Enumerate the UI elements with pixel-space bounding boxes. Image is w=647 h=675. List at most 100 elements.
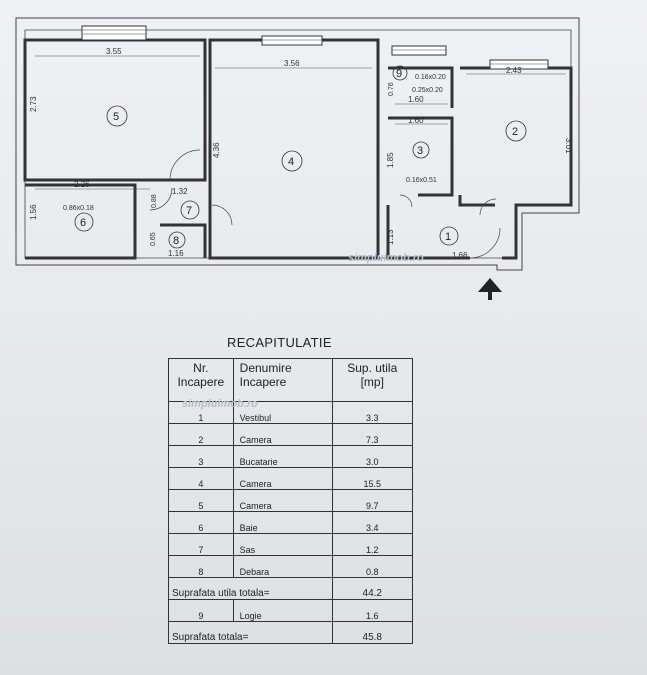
dim-room2-width: 2.43	[506, 66, 522, 75]
door-room4	[211, 204, 233, 226]
header-name: Denumire Incapere	[232, 358, 333, 402]
dim-room3-width: 1.60	[408, 116, 424, 125]
wall-room2	[460, 66, 573, 260]
dim-niche: 0.86x0.18	[63, 205, 94, 212]
header-area: Sup. utila [mp]	[331, 358, 413, 402]
useful-total-value: 44.2	[331, 577, 413, 600]
row-nr: 2	[168, 423, 234, 446]
window-room2	[489, 59, 549, 70]
dim-room9-a: 0.16x0.20	[415, 74, 446, 81]
room-number-3: 3	[417, 145, 423, 157]
total-value: 45.8	[331, 621, 413, 644]
row-nr: 6	[168, 511, 234, 534]
loggia-area: 1.6	[331, 599, 413, 622]
loggia-name: Logie	[232, 599, 333, 622]
header-nr: Nr. Incapere	[168, 358, 234, 402]
wall-room4	[208, 38, 380, 260]
row-area: 0.8	[331, 555, 413, 578]
room-number-8: 8	[173, 235, 179, 247]
watermark-table: simpluimob.ro	[182, 398, 258, 410]
loggia-nr: 9	[168, 599, 234, 622]
door-room2	[479, 198, 497, 216]
row-name: Camera	[232, 423, 333, 446]
window-room4	[261, 35, 323, 46]
room-number-7: 7	[186, 205, 192, 217]
outer-wall-outline	[15, 17, 580, 271]
useful-total-label: Suprafata utila totala=	[168, 577, 333, 600]
row-nr: 7	[168, 533, 234, 556]
row-area: 1.2	[331, 533, 413, 556]
dim-room5-width: 3.55	[106, 47, 122, 56]
row-area: 3.4	[331, 511, 413, 534]
row-nr: 3	[168, 445, 234, 468]
row-area: 15.5	[331, 467, 413, 490]
table-row: 2 Camera 7.3	[168, 423, 413, 446]
watermark-plan: simpluimob.ro	[348, 252, 424, 264]
table-row: 5 Camera 9.7	[168, 489, 413, 512]
table-row: 8 Debara 0.8	[168, 555, 413, 578]
door-room3	[399, 194, 413, 208]
room-number-5: 5	[113, 111, 119, 123]
row-name: Sas	[232, 533, 333, 556]
dim-0-65: 0.65	[150, 232, 157, 246]
dim-room4-height: 4.36	[212, 142, 221, 158]
row-nr: 5	[168, 489, 234, 512]
dim-room9-b: 0.25x0.20	[412, 87, 443, 94]
wall-room5	[23, 38, 207, 182]
door-room5	[169, 149, 201, 181]
row-name: Camera	[232, 467, 333, 490]
loggia-row: 9 Logie 1.6	[168, 599, 413, 622]
total-label: Suprafata totala=	[168, 621, 333, 644]
table-row: 4 Camera 15.5	[168, 467, 413, 490]
window-room9	[391, 45, 447, 56]
row-name: Baie	[232, 511, 333, 534]
dim-room6-height: 1.56	[29, 204, 38, 220]
total-row: Suprafata totala= 45.8	[168, 621, 413, 644]
useful-total-row: Suprafata utila totala= 44.2	[168, 577, 413, 600]
dim-room3-height: 1.85	[386, 152, 395, 168]
row-area: 7.3	[331, 423, 413, 446]
dim-room5-height: 2.73	[29, 96, 38, 112]
table-row: 6 Baie 3.4	[168, 511, 413, 534]
table-row: 3 Bucatarie 3.0	[168, 445, 413, 468]
row-name: Bucatarie	[232, 445, 333, 468]
floor-plan: 3.55 2.73 3.56 4.36 2.26 1.56 1.32 0.86x…	[15, 17, 580, 300]
recap-header-row: Nr. Incapere Denumire Incapere Sup. util…	[168, 358, 413, 402]
row-nr: 8	[168, 555, 234, 578]
dim-room1-width: 1.66	[452, 251, 468, 260]
dim-room8-width: 1.16	[168, 249, 184, 258]
room-number-1: 1	[445, 231, 451, 243]
row-area: 3.0	[331, 445, 413, 468]
entrance-arrow-icon	[478, 278, 502, 300]
door-room1	[469, 227, 501, 259]
dim-0-88: 0.88	[151, 194, 158, 208]
wall-room9	[388, 66, 454, 108]
row-name: Debara	[232, 555, 333, 578]
wall-room3	[388, 116, 454, 197]
dim-room6-width: 2.26	[74, 180, 90, 189]
dim-room9-width: 1.60	[408, 95, 424, 104]
dim-hall: 1.32	[172, 187, 188, 196]
room-number-9: 9	[396, 68, 402, 80]
wall-room1	[386, 205, 470, 260]
room-number-6: 6	[80, 217, 86, 229]
dim-room1-height: 1.13	[386, 229, 395, 245]
wall-room8	[160, 223, 207, 258]
wall-room6	[25, 183, 137, 260]
room-number-2: 2	[512, 126, 518, 138]
row-area: 3.3	[331, 401, 413, 424]
recap-table: Nr. Incapere Denumire Incapere Sup. util…	[168, 358, 413, 644]
door-room7	[149, 187, 173, 211]
room-number-4: 4	[288, 156, 294, 168]
row-area: 9.7	[331, 489, 413, 512]
dim-room3-niche: 0.16x0.51	[406, 177, 437, 184]
row-name: Camera	[232, 489, 333, 512]
dim-room2-height: 3.01	[564, 138, 573, 154]
row-nr: 4	[168, 467, 234, 490]
recap-title: RECAPITULATIE	[227, 335, 332, 350]
window-room5	[81, 25, 147, 41]
dim-room9-height: 0.76	[388, 82, 395, 96]
table-row: 7 Sas 1.2	[168, 533, 413, 556]
dim-room4-width: 3.56	[284, 59, 300, 68]
